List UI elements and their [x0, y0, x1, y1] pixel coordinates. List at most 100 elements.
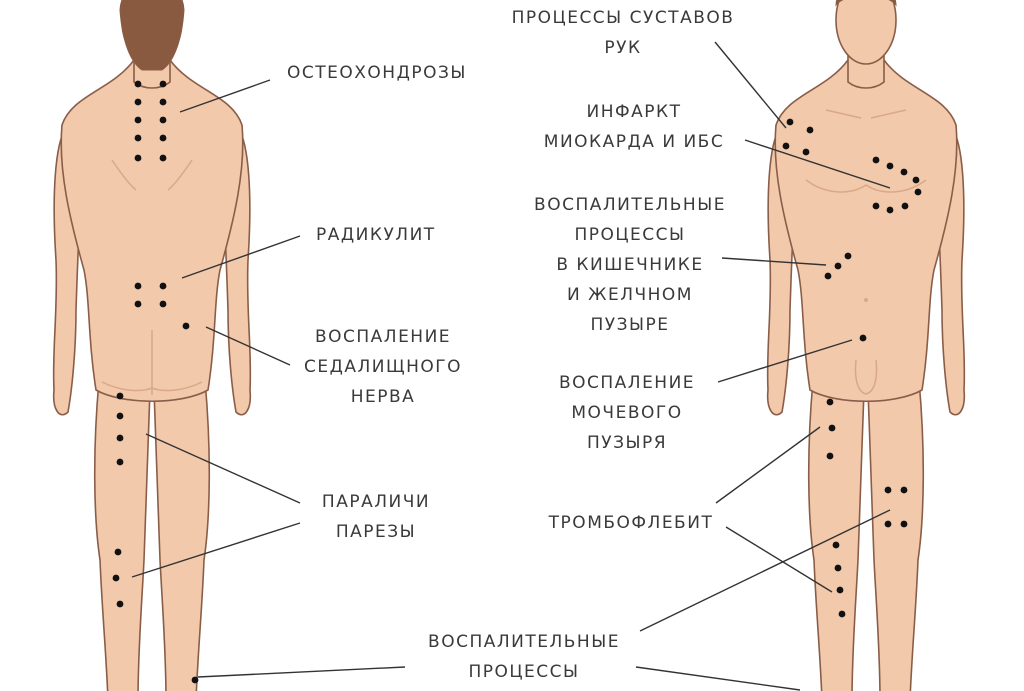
label-inflammation-bottom: ВОСПАЛИТЕЛЬНЫЕ ПРОЦЕССЫ — [428, 627, 620, 687]
right-leg — [153, 369, 211, 691]
label-sciatic-nerve: ВОСПАЛЕНИЕ СЕДАЛИЩНОГО НЕРВА — [304, 322, 462, 412]
leader-line — [744, 139, 891, 189]
acupoint-dot — [886, 206, 894, 214]
front-body-figure — [766, 0, 966, 691]
acupoint-dot — [872, 202, 880, 210]
label-line: ПАРЕЗЫ — [335, 522, 417, 542]
acupoint-dots — [112, 80, 922, 684]
shoulder-blade-line — [111, 159, 137, 191]
leader-line — [715, 426, 821, 504]
leader-line — [714, 41, 787, 129]
label-line: ПУЗЫРЯ — [586, 433, 668, 453]
acupoint-dot — [828, 424, 836, 432]
acupoint-dot — [116, 392, 124, 400]
label-line: ПРОЦЕССЫ СУСТАВОВ — [511, 8, 735, 28]
label-line: РУК — [604, 38, 642, 58]
acupoint-dot — [786, 118, 794, 126]
label-paralysis: ПАРАЛИЧИ ПАРЕЗЫ — [322, 487, 430, 547]
leader-line — [725, 526, 833, 593]
label-line: РАДИКУЛИТ — [316, 225, 436, 245]
back-body-figure — [52, 0, 252, 691]
acupoint-dot — [134, 134, 142, 142]
label-line: ВОСПАЛЕНИЕ — [558, 373, 696, 393]
label-line: НЕРВА — [350, 387, 416, 407]
leader-lines — [131, 41, 891, 691]
leader-line — [205, 326, 291, 366]
label-line: СЕДАЛИЩНОГО — [303, 357, 463, 377]
acupoint-dot — [116, 600, 124, 608]
label-bladder: ВОСПАЛЕНИЕ МОЧЕВОГО ПУЗЫРЯ — [559, 368, 695, 458]
leader-line — [145, 433, 301, 504]
label-line: В КИШЕЧНИКЕ — [556, 255, 704, 275]
acupoint-dot — [159, 80, 167, 88]
label-line: ПАРАЛИЧИ — [321, 492, 431, 512]
acupoint-dot — [806, 126, 814, 134]
label-thrombophlebitis: ТРОМБОФЛЕБИТ — [549, 508, 714, 538]
acupoint-dot — [159, 282, 167, 290]
leader-line — [717, 339, 853, 383]
acupoint-dot — [134, 98, 142, 106]
groin-line — [854, 359, 878, 395]
acupoint-dot — [116, 434, 124, 442]
label-infarction: ИНФАРКТ МИОКАРДА И ИБС — [544, 97, 724, 157]
left-leg — [93, 369, 151, 691]
acupoint-dot — [114, 548, 122, 556]
head — [835, 0, 897, 65]
acupoint-dot — [191, 676, 199, 684]
shoulder-blade-line — [167, 159, 193, 191]
acupoint-dot — [159, 154, 167, 162]
acupoint-dot — [182, 322, 190, 330]
collarbone-line — [825, 109, 907, 119]
acupoint-dot — [802, 148, 810, 156]
acupoint-dot — [134, 80, 142, 88]
acupoint-dot — [884, 520, 892, 528]
acupoint-dot — [134, 300, 142, 308]
label-line: ПРОЦЕССЫ — [468, 662, 580, 682]
acupoint-dot — [834, 564, 842, 572]
label-line: ВОСПАЛИТЕЛЬНЫЕ — [428, 632, 620, 652]
acupoint-dot — [838, 610, 846, 618]
acupoint-dot — [914, 188, 922, 196]
acupoint-dot — [134, 116, 142, 124]
acupoint-dot — [134, 154, 142, 162]
label-line: ОСТЕОХОНДРОЗЫ — [287, 63, 467, 83]
left-leg — [807, 369, 865, 691]
acupoint-dot — [912, 176, 920, 184]
torso — [774, 59, 958, 402]
label-line: ПУЗЫРЕ — [590, 315, 670, 335]
label-line: ВОСПАЛЕНИЕ — [314, 327, 452, 347]
label-line: ВОСПАЛИТЕЛЬНЫЕ — [534, 195, 726, 215]
label-line: МИОКАРДА И ИБС — [543, 132, 725, 152]
hair — [119, 0, 185, 71]
acupoint-dot — [159, 98, 167, 106]
acupoint-dot — [826, 398, 834, 406]
torso — [60, 59, 244, 402]
label-radiculitis: РАДИКУЛИТ — [316, 220, 436, 250]
label-line: ИНФАРКТ — [586, 102, 682, 122]
acupoint-dot — [901, 202, 909, 210]
label-osteochondrosis: ОСТЕОХОНДРОЗЫ — [287, 58, 467, 88]
acupoint-dot — [886, 162, 894, 170]
gluteal-fold — [101, 381, 203, 392]
leader-line — [721, 257, 827, 266]
acupoint-dot — [884, 486, 892, 494]
acupoint-dot — [159, 300, 167, 308]
acupoint-dot — [834, 262, 842, 270]
acupoint-dot — [836, 586, 844, 594]
label-line: И ЖЕЛЧНОМ — [567, 285, 693, 305]
leader-line — [639, 509, 891, 632]
acupoint-dot — [844, 252, 852, 260]
label-arm-joints: ПРОЦЕССЫ СУСТАВОВ РУК — [512, 3, 735, 63]
chest-line — [805, 179, 927, 193]
acupoint-dot — [900, 168, 908, 176]
acupoint-dot — [859, 334, 867, 342]
acupoint-dot — [900, 520, 908, 528]
acupoint-dot — [872, 156, 880, 164]
leader-line — [131, 522, 301, 578]
acupoint-dot — [112, 574, 120, 582]
navel — [864, 298, 868, 302]
acupoint-dot — [900, 486, 908, 494]
acupoint-dot — [782, 142, 790, 150]
